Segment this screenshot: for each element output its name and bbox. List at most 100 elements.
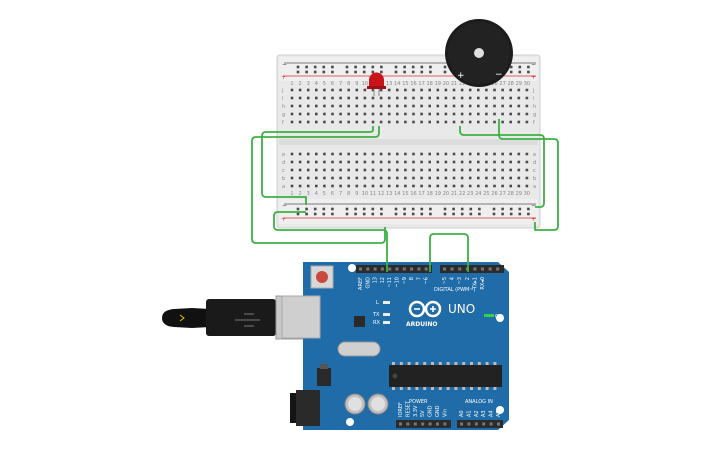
breadboard-hole[interactable]	[331, 160, 334, 164]
rail-hole[interactable]	[371, 207, 375, 211]
breadboard-hole[interactable]	[412, 120, 415, 124]
breadboard-hole[interactable]	[501, 88, 504, 92]
rail-hole[interactable]	[469, 207, 473, 211]
breadboard-hole[interactable]	[477, 120, 480, 124]
breadboard-hole[interactable]	[452, 152, 456, 156]
rail-hole[interactable]	[345, 65, 349, 69]
breadboard-hole[interactable]	[363, 112, 367, 116]
breadboard-hole[interactable]	[460, 168, 464, 172]
breadboard-hole[interactable]	[493, 152, 496, 156]
breadboard-hole[interactable]	[387, 96, 391, 100]
wire-led-to-rail[interactable]	[261, 126, 374, 205]
header-pin[interactable]	[402, 267, 406, 271]
rail-hole[interactable]	[429, 65, 432, 69]
breadboard-hole[interactable]	[387, 152, 391, 156]
breadboard-hole[interactable]	[525, 96, 529, 100]
breadboard-hole[interactable]	[331, 176, 334, 180]
breadboard-hole[interactable]	[509, 112, 512, 116]
breadboard-hole[interactable]	[404, 96, 407, 100]
breadboard-hole[interactable]	[339, 96, 342, 100]
breadboard-hole[interactable]	[306, 96, 310, 100]
rail-hole[interactable]	[420, 212, 424, 216]
breadboard-hole[interactable]	[363, 96, 367, 100]
rail-hole[interactable]	[518, 212, 522, 216]
breadboard-hole[interactable]	[387, 88, 391, 92]
breadboard-hole[interactable]	[355, 112, 359, 116]
breadboard-hole[interactable]	[379, 160, 383, 164]
header-pin[interactable]	[467, 422, 471, 426]
breadboard-hole[interactable]	[517, 176, 521, 180]
breadboard-hole[interactable]	[298, 120, 302, 124]
breadboard-hole[interactable]	[404, 104, 407, 108]
breadboard-hole[interactable]	[396, 112, 399, 116]
breadboard-hole[interactable]	[525, 176, 529, 180]
breadboard-hole[interactable]	[444, 184, 448, 188]
breadboard-hole[interactable]	[290, 104, 294, 108]
rail-hole[interactable]	[452, 212, 455, 216]
breadboard-hole[interactable]	[290, 112, 294, 116]
breadboard-hole[interactable]	[428, 104, 431, 108]
breadboard-hole[interactable]	[420, 168, 423, 172]
breadboard-hole[interactable]	[323, 184, 326, 188]
breadboard-hole[interactable]	[387, 112, 391, 116]
rail-hole[interactable]	[429, 70, 432, 74]
breadboard-hole[interactable]	[444, 104, 448, 108]
breadboard-hole[interactable]	[501, 120, 504, 124]
rail-hole[interactable]	[354, 212, 357, 216]
header-pin[interactable]	[410, 267, 414, 271]
header-pin[interactable]	[489, 422, 493, 426]
breadboard-hole[interactable]	[355, 88, 359, 92]
breadboard-hole[interactable]	[331, 152, 334, 156]
header-pin[interactable]	[388, 267, 392, 271]
rail-hole[interactable]	[345, 70, 349, 74]
breadboard-hole[interactable]	[525, 112, 529, 116]
breadboard-hole[interactable]	[452, 88, 456, 92]
breadboard-hole[interactable]	[477, 152, 480, 156]
rail-hole[interactable]	[420, 207, 424, 211]
breadboard-hole[interactable]	[477, 104, 480, 108]
breadboard-hole[interactable]	[412, 88, 415, 92]
header-pin[interactable]	[428, 422, 432, 426]
breadboard-hole[interactable]	[420, 152, 423, 156]
breadboard-hole[interactable]	[298, 96, 302, 100]
header-pin[interactable]	[450, 267, 454, 271]
header-pin[interactable]	[496, 267, 500, 271]
breadboard-hole[interactable]	[412, 176, 415, 180]
breadboard-hole[interactable]	[460, 120, 464, 124]
breadboard-hole[interactable]	[412, 168, 415, 172]
breadboard-hole[interactable]	[355, 176, 359, 180]
breadboard-hole[interactable]	[404, 176, 407, 180]
breadboard-hole[interactable]	[436, 112, 440, 116]
breadboard-hole[interactable]	[290, 120, 294, 124]
breadboard-hole[interactable]	[315, 88, 318, 92]
breadboard-hole[interactable]	[339, 120, 342, 124]
breadboard-hole[interactable]	[379, 96, 383, 100]
breadboard-hole[interactable]	[339, 184, 342, 188]
rail-hole[interactable]	[443, 212, 447, 216]
breadboard-hole[interactable]	[444, 88, 448, 92]
rail-hole[interactable]	[411, 207, 415, 211]
breadboard-hole[interactable]	[444, 112, 448, 116]
breadboard-hole[interactable]	[444, 176, 448, 180]
breadboard-hole[interactable]	[355, 104, 359, 108]
breadboard-hole[interactable]	[379, 104, 383, 108]
breadboard-hole[interactable]	[460, 88, 464, 92]
breadboard-hole[interactable]	[420, 160, 423, 164]
breadboard-hole[interactable]	[355, 168, 359, 172]
header-pin[interactable]	[359, 267, 362, 271]
breadboard-hole[interactable]	[323, 176, 326, 180]
breadboard-hole[interactable]	[485, 96, 488, 100]
breadboard-hole[interactable]	[485, 176, 488, 180]
rail-hole[interactable]	[305, 207, 308, 211]
header-pin[interactable]	[413, 422, 417, 426]
rail-hole[interactable]	[429, 212, 432, 216]
rail-hole[interactable]	[362, 207, 366, 211]
breadboard-hole[interactable]	[306, 112, 310, 116]
rail-hole[interactable]	[313, 65, 317, 69]
rail-hole[interactable]	[411, 65, 415, 69]
breadboard-hole[interactable]	[420, 96, 423, 100]
breadboard-hole[interactable]	[477, 88, 480, 92]
rail-hole[interactable]	[394, 70, 398, 74]
breadboard-hole[interactable]	[339, 112, 342, 116]
